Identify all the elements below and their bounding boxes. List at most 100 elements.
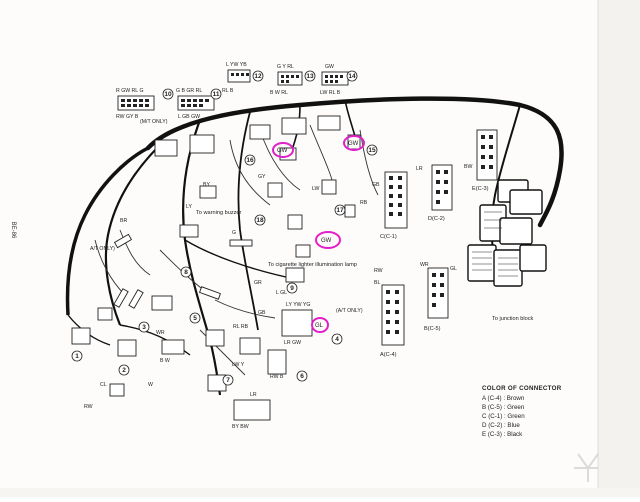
- svg-text:14: 14: [348, 73, 356, 80]
- highlight-gl: GL: [311, 317, 329, 333]
- svg-text:8: 8: [184, 269, 188, 276]
- label-c2: D(C-2): [428, 216, 445, 222]
- wire-label: GL: [450, 266, 457, 272]
- junction-block-connectors: [467, 179, 547, 287]
- wire-label: BL: [374, 280, 380, 286]
- wire-label: WR: [156, 330, 165, 336]
- svg-text:16: 16: [246, 157, 254, 164]
- highlight-gw-3: GW: [315, 231, 341, 249]
- svg-text:17: 17: [336, 207, 344, 214]
- connector-block-a: [154, 115, 341, 157]
- wire-label: R GW RL G: [116, 88, 143, 94]
- wire-label: BW: [464, 164, 472, 170]
- label-c4: A(C-4): [380, 352, 397, 358]
- annotation-at-only-2: (A/T ONLY): [336, 308, 363, 314]
- wire-label: G B GR RL: [176, 88, 202, 94]
- wire-label: LW Y: [232, 362, 245, 368]
- wire-label: RW GY B: [116, 114, 139, 120]
- wire-label: LR: [250, 392, 257, 398]
- harness-left-branch-b: [104, 144, 161, 326]
- highlight-gw-2: GW: [343, 135, 365, 151]
- label-c5: B(C-5): [424, 326, 441, 332]
- annotation-warning-buzzer: To warning buzzer: [196, 210, 242, 216]
- main-harness: [145, 96, 564, 228]
- legend-row: A (C-4) : Brown: [482, 395, 525, 402]
- wire-label: RW B: [270, 374, 284, 380]
- highlight-gl-label: GL: [315, 323, 324, 329]
- wire-label: BR: [120, 218, 127, 224]
- svg-text:12: 12: [254, 73, 262, 80]
- label-c3: E(C-3): [472, 186, 489, 192]
- wire-label: LY: [186, 204, 192, 210]
- annotation-junction-block: To junction block: [492, 316, 534, 322]
- svg-text:1: 1: [75, 353, 79, 360]
- connector-c3: [476, 129, 498, 181]
- wire-label: GW: [325, 64, 334, 70]
- wire-label: GR: [254, 280, 262, 286]
- annotation-mt-only: (M/T ONLY): [140, 119, 168, 125]
- connector-c2: [431, 164, 453, 211]
- highlight-gw-3-label: GW: [321, 238, 332, 244]
- wire-label: BY BW: [232, 424, 249, 430]
- connector-c1: [384, 171, 408, 229]
- wire-label: B W: [160, 358, 170, 364]
- legend-row: D (C-2) : Blue: [482, 422, 520, 429]
- page-number: BE-86: [10, 221, 16, 239]
- harness-top-drop-2: [344, 99, 357, 141]
- highlight-gw-1: GW: [272, 142, 294, 158]
- connector-top-mid-2: [277, 71, 303, 86]
- wire-label: GB: [372, 182, 380, 188]
- annotation-at-only-1: A/T ONLY): [90, 246, 115, 252]
- small-connectors: [71, 134, 361, 421]
- connector-c4: [381, 284, 405, 346]
- svg-text:11: 11: [213, 91, 220, 98]
- legend-title: COLOR OF CONNECTOR: [482, 385, 562, 392]
- connector-top-left-2: [177, 95, 215, 111]
- wire-label: RL RB: [233, 324, 249, 330]
- annotation-cigarette-lamp: To cigarette lighter illumination lamp: [268, 262, 357, 268]
- wire-label: G Y RL: [277, 64, 294, 70]
- callouts: [71, 70, 378, 386]
- connector-top-mid-1: [227, 69, 251, 83]
- wire-label: GY: [258, 174, 266, 180]
- legend-row: C (C-1) : Green: [482, 413, 525, 420]
- connector-c5: [427, 267, 449, 319]
- harness-lower-spread: [67, 239, 301, 356]
- wire-label: GB: [258, 310, 266, 316]
- svg-text:3: 3: [142, 324, 146, 331]
- connector-top-left-1: [117, 95, 155, 111]
- wire-label: LR GW: [284, 340, 301, 346]
- side-title: Body Electrical System: [613, 224, 623, 336]
- harness-mid-branch-b: [237, 111, 259, 331]
- wire-label: L YW YB: [226, 62, 247, 68]
- highlight-gw-2-label: GW: [348, 141, 359, 147]
- svg-text:5: 5: [193, 315, 197, 322]
- svg-text:15: 15: [368, 147, 376, 154]
- svg-text:4: 4: [335, 336, 339, 343]
- svg-text:13: 13: [306, 73, 314, 80]
- label-c1: C(C-1): [380, 234, 397, 240]
- wire-label: LR: [416, 166, 423, 172]
- harness-left-branch: [65, 146, 149, 316]
- bulb-connectors: [113, 233, 253, 309]
- wire-label: LY YW YG: [286, 302, 310, 308]
- svg-text:6: 6: [300, 373, 304, 380]
- wire-label: W: [148, 382, 153, 388]
- wire-label: BY: [203, 182, 210, 188]
- svg-text:10: 10: [164, 91, 172, 98]
- legend-row: E (C-3) : Black: [482, 431, 523, 438]
- wire-label: LW RL B: [320, 90, 341, 96]
- watermark-logo: [574, 453, 602, 482]
- wire-label: RW: [84, 404, 93, 410]
- svg-text:18: 18: [256, 217, 264, 224]
- wire-label: LW: [312, 186, 319, 192]
- wire-label: WR: [420, 262, 429, 268]
- wire-label: L GB GW: [178, 114, 200, 120]
- wire-label: RB: [360, 200, 368, 206]
- connector-top-right-1: [321, 71, 349, 86]
- wire-label: RL B: [222, 88, 234, 94]
- callout-numbers: 1 2 3 4 5 6 7 8 9 10 11 12 13 14 15 16 1…: [75, 73, 376, 384]
- wire-label: RW: [374, 268, 383, 274]
- highlight-gw-1-label: GW: [277, 148, 288, 154]
